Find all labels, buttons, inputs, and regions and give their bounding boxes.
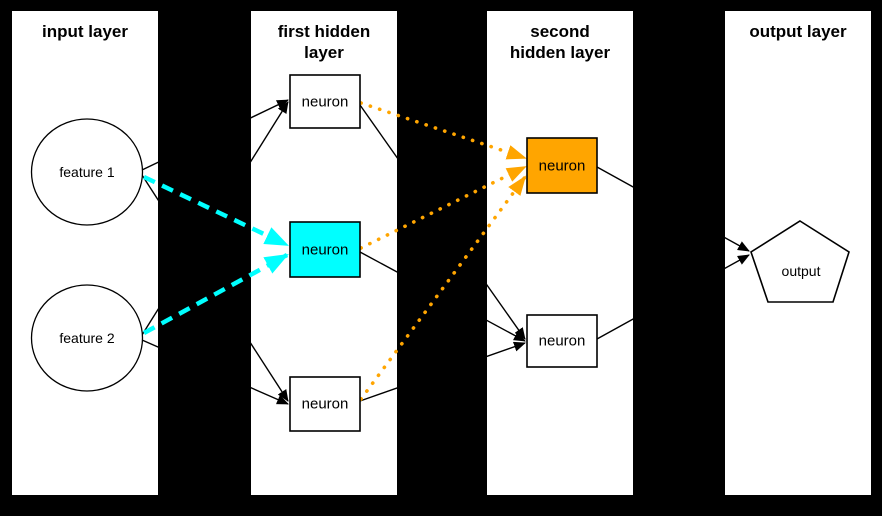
- first-hidden-layer-title: first hidden layer: [251, 21, 397, 63]
- edge-feature2-to-h1mid-highlight: [142, 253, 289, 335]
- edge-h1top-to-h2bot: [359, 104, 526, 340]
- edge-h2top-to-output: [596, 166, 750, 252]
- node-h2bot-rect: [526, 314, 598, 368]
- output-layer-title: output layer: [749, 22, 847, 41]
- node-h1bot-rect: [289, 376, 361, 432]
- feature1-label: feature 1: [59, 164, 115, 180]
- edge-feature1-to-h1bot: [141, 174, 289, 402]
- second-hidden-layer-title-line2: hidden layer: [509, 43, 611, 62]
- node-output-pentagon: [750, 220, 850, 303]
- first-hidden-layer-title-line2: layer: [304, 43, 344, 62]
- h1top-neuron-label: neuron: [301, 93, 349, 111]
- input-layer-panel: [12, 11, 158, 495]
- node-h1mid-rect-highlighted: [289, 221, 361, 278]
- first-hidden-layer-title-line1: first hidden: [277, 22, 371, 41]
- h1bot-neuron-label: neuron: [301, 395, 349, 413]
- second-hidden-layer-title-line1: second: [530, 22, 590, 41]
- h2top-neuron-label: neuron: [538, 157, 586, 175]
- output-label: output: [781, 263, 821, 279]
- h2bot-neuron-label: neuron: [538, 332, 586, 350]
- input-layer-title: input layer: [42, 22, 128, 41]
- edge-h1bot-to-h2top-highlight: [359, 175, 527, 401]
- h1mid-neuron-label: neuron: [301, 241, 349, 259]
- edge-feature1-to-h1mid-highlight: [143, 174, 289, 248]
- edge-h1top-to-h2top-highlight: [359, 101, 527, 160]
- edge-h2bot-to-output: [596, 254, 750, 340]
- edge-h1bot-to-h2bot: [359, 341, 526, 402]
- second-hidden-layer-title: second hidden layer: [487, 21, 633, 63]
- edge-feature1-to-h1top: [141, 99, 289, 171]
- feature2-label: feature 2: [59, 330, 115, 346]
- edge-h1mid-to-h2top-highlight: [359, 165, 527, 250]
- node-h2top-rect-highlighted: [526, 137, 598, 194]
- edge-feature2-to-h1top: [141, 101, 289, 336]
- edge-feature2-to-h1bot: [141, 339, 289, 405]
- second-hidden-layer-panel: [487, 11, 633, 495]
- node-h1top-rect: [289, 74, 361, 129]
- node-feature2-circle: [30, 284, 144, 392]
- edge-h1mid-to-h2bot: [359, 251, 526, 342]
- node-feature1-circle: [30, 118, 144, 226]
